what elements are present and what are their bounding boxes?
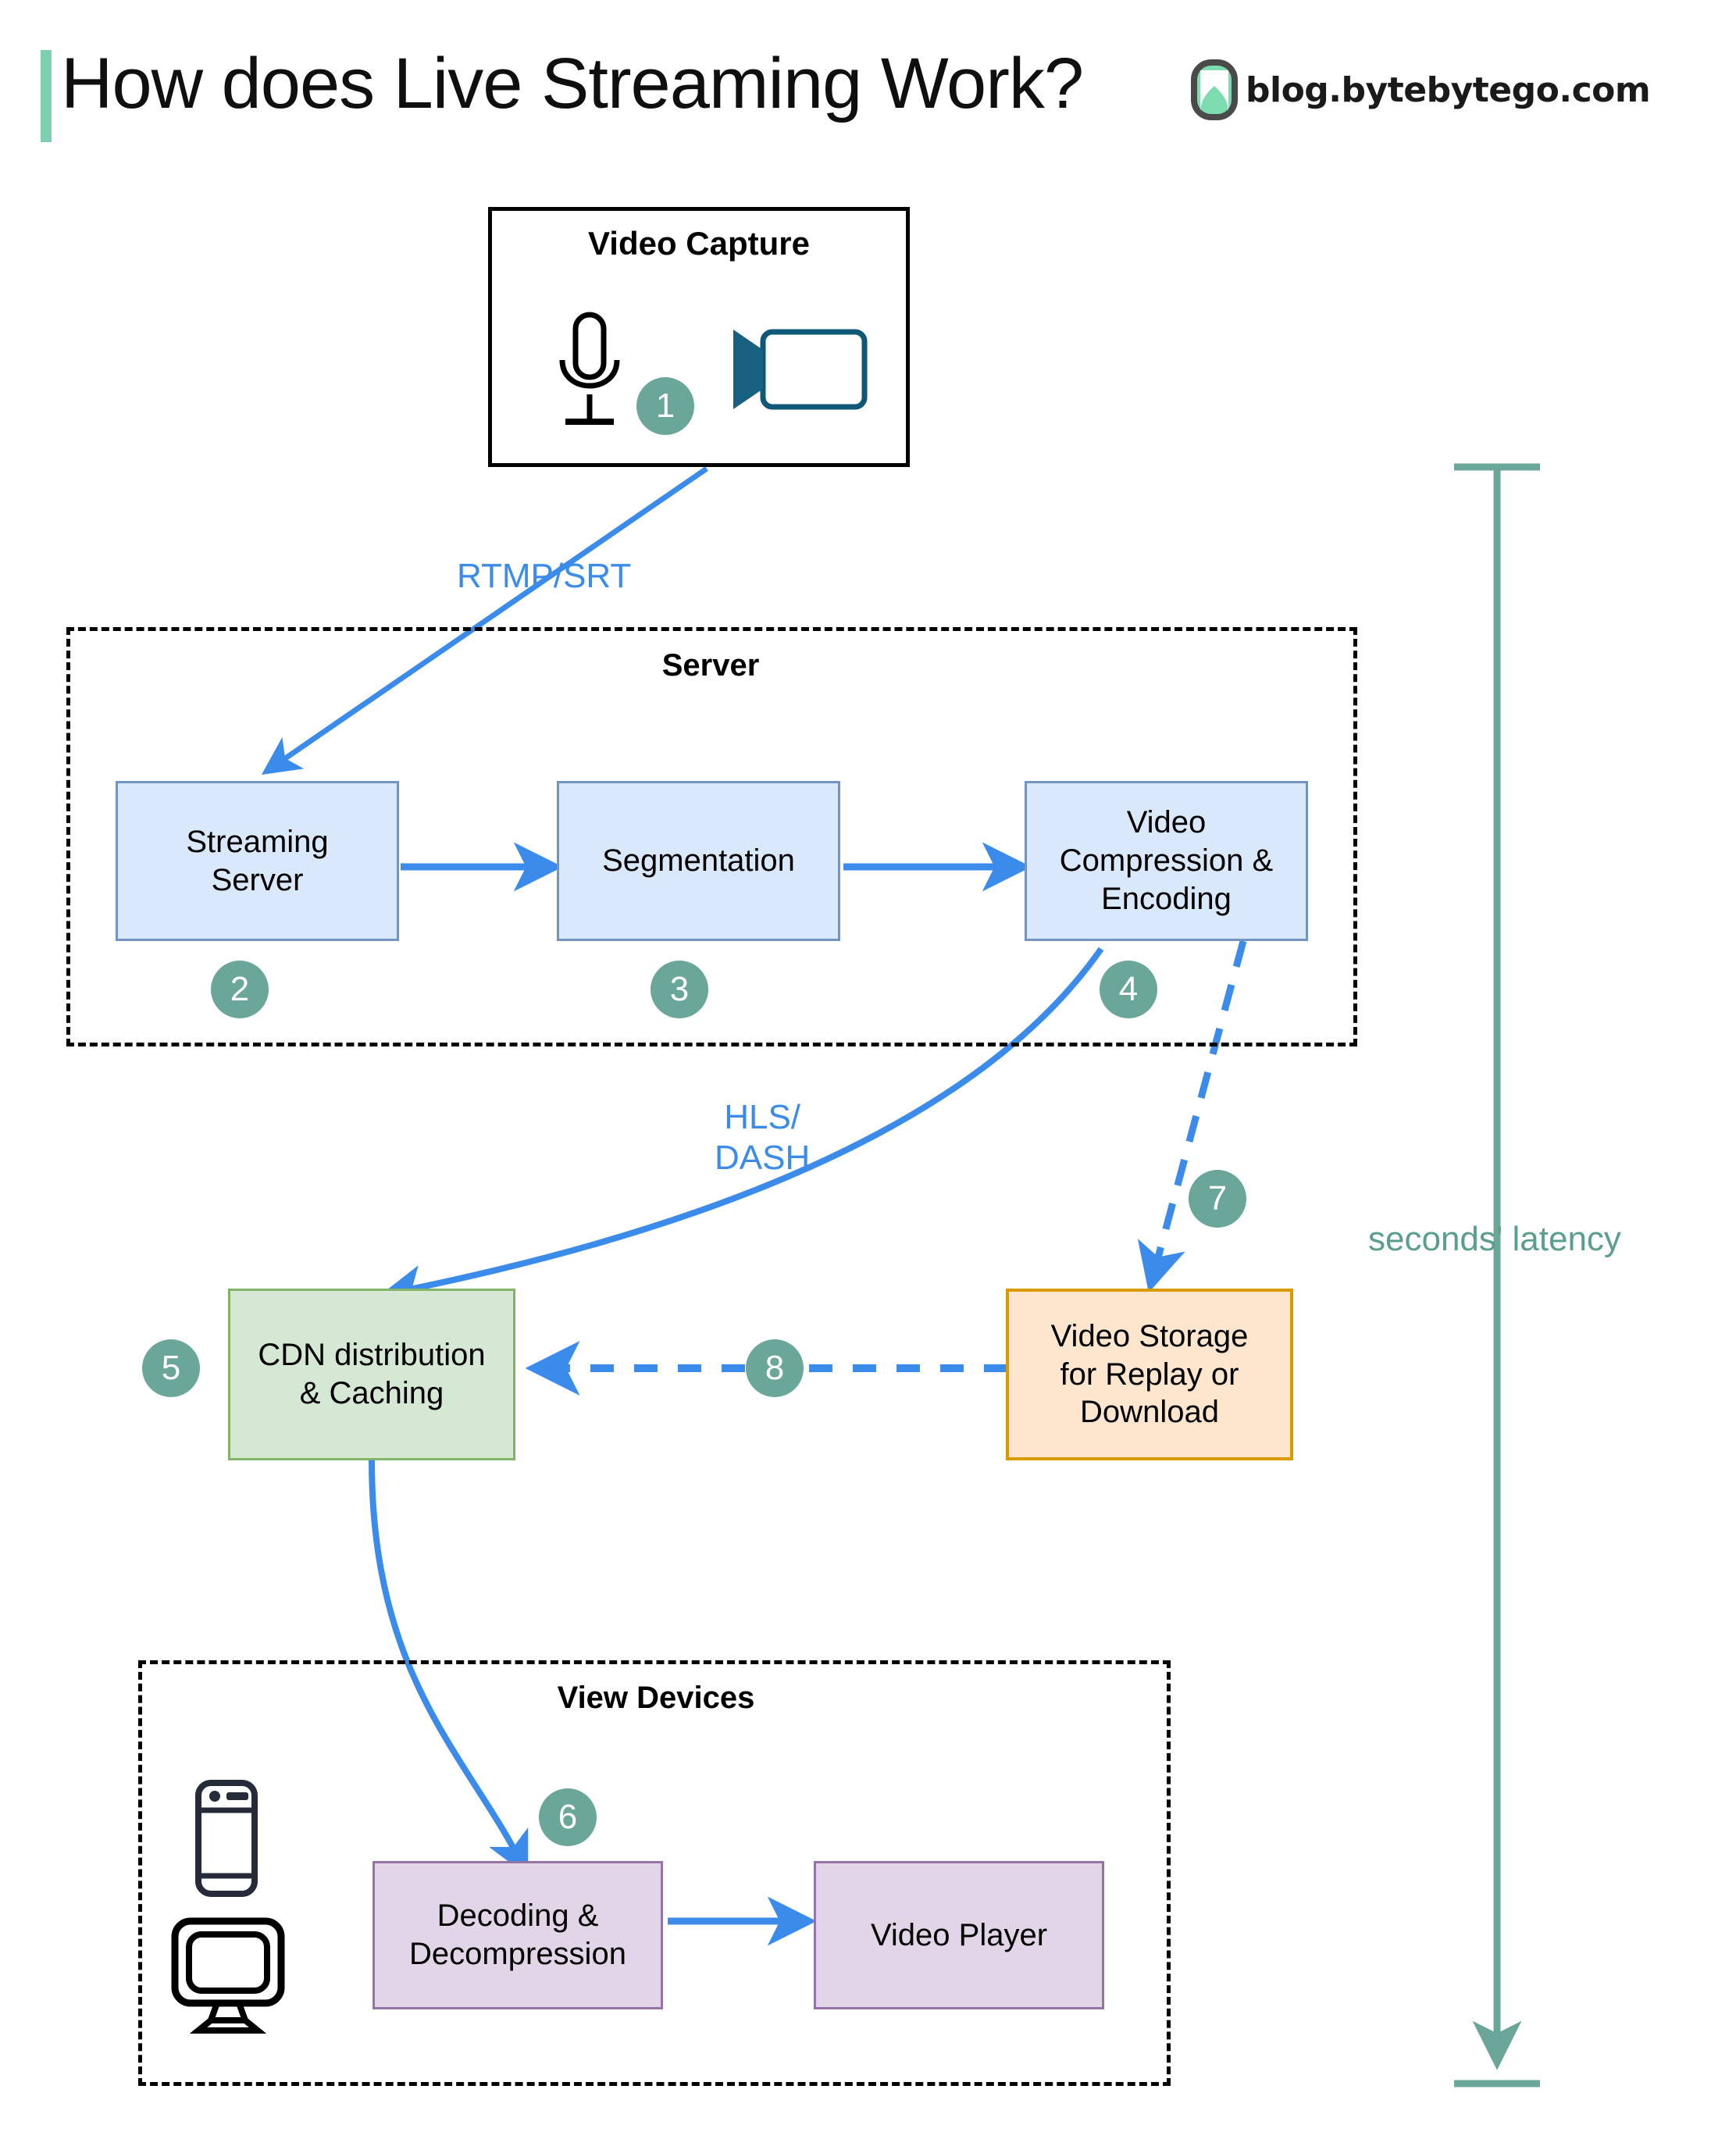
node-streaming-server[interactable]: Streaming Server <box>116 781 399 941</box>
edge-label-rtmp-srt: RTMP/SRT <box>457 557 632 595</box>
step-badge-3: 3 <box>651 961 708 1018</box>
video-camera-icon <box>722 320 871 422</box>
view-devices-group-title: View Devices <box>557 1681 755 1715</box>
latency-bracket <box>1454 463 1540 2087</box>
node-video-player[interactable]: Video Player <box>814 1861 1104 2009</box>
node-video-compression[interactable]: Video Compression & Encoding <box>1025 781 1308 941</box>
step-badge-6: 6 <box>539 1788 597 1846</box>
step-badge-8: 8 <box>746 1339 804 1397</box>
title-accent-bar <box>41 50 52 142</box>
brand-text: blog.bytebytego.com <box>1246 70 1651 110</box>
brand[interactable]: blog.bytebytego.com <box>1191 59 1651 120</box>
page-title: How does Live Streaming Work? <box>61 44 1084 123</box>
node-video-compression-label: Video Compression & Encoding <box>1059 805 1274 916</box>
node-segmentation-label: Segmentation <box>602 843 795 879</box>
node-video-storage[interactable]: Video Storage for Replay or Download <box>1006 1289 1293 1460</box>
view-devices-group <box>138 1660 1171 2086</box>
step-badge-2: 2 <box>211 961 269 1018</box>
node-video-player-label: Video Player <box>870 1917 1048 1952</box>
node-decoding-label: Decoding & Decompression <box>409 1898 626 1971</box>
step-badge-4: 4 <box>1100 961 1157 1018</box>
video-capture-title: Video Capture <box>588 225 810 262</box>
node-cdn-distribution-label: CDN distribution & Caching <box>258 1338 486 1410</box>
desktop-monitor-icon <box>170 1917 286 2034</box>
node-cdn-distribution[interactable]: CDN distribution & Caching <box>228 1289 515 1460</box>
microphone-icon <box>547 308 633 441</box>
server-group-title: Server <box>661 648 760 683</box>
step-badge-7: 7 <box>1189 1170 1246 1228</box>
latency-label: seconds' latency <box>1368 1220 1621 1258</box>
step-badge-1: 1 <box>636 377 694 435</box>
node-decoding[interactable]: Decoding & Decompression <box>373 1861 663 2009</box>
node-streaming-server-label: Streaming Server <box>186 824 329 897</box>
smartphone-icon <box>194 1779 259 1898</box>
node-video-storage-label: Video Storage for Replay or Download <box>1050 1318 1249 1430</box>
bytebytego-logo-icon <box>1191 59 1238 120</box>
edge-label-hls-dash: HLS/ DASH <box>715 1098 811 1177</box>
server-group <box>66 627 1357 1046</box>
step-badge-5: 5 <box>142 1339 200 1397</box>
video-capture-group <box>488 207 910 467</box>
node-segmentation[interactable]: Segmentation <box>557 781 840 941</box>
